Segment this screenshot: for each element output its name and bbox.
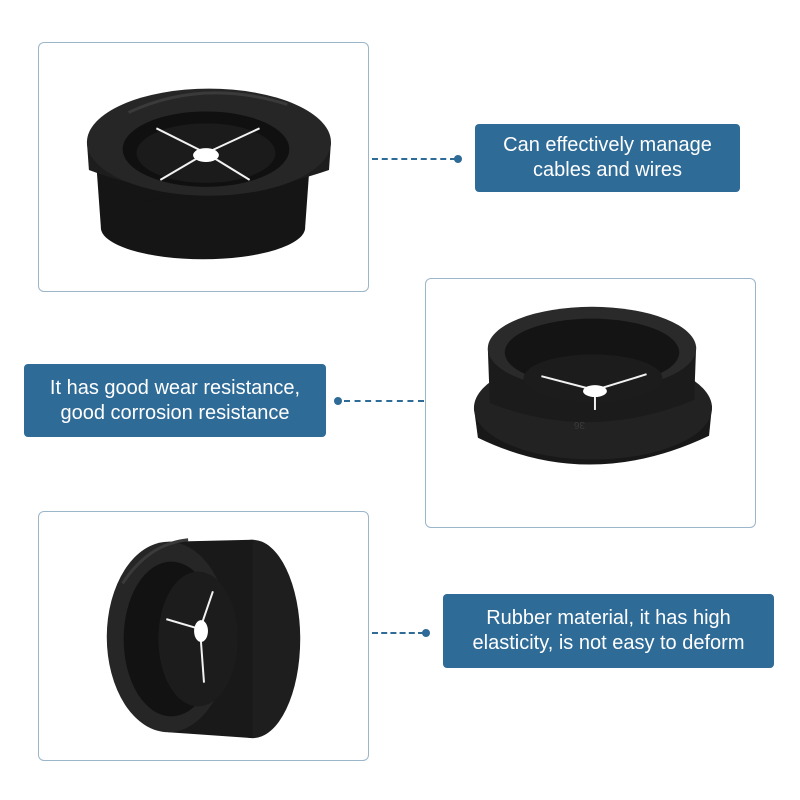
feature-callout-line: good corrosion resistance <box>60 401 290 424</box>
connector-line-3 <box>372 632 424 634</box>
connector-dot-1 <box>454 155 462 163</box>
grommet-angled-view-image: 36 <box>473 306 713 465</box>
feature-callout-resistance: It has good wear resistance, good corros… <box>24 364 326 437</box>
feature-callout-line: Rubber material, it has high <box>486 607 731 629</box>
feature-callout-line: Can effectively manage <box>503 134 712 156</box>
grommet-top-view-image <box>86 88 331 260</box>
feature-callout-line: It has good wear resistance, <box>49 376 301 399</box>
size-marking: 36 <box>574 419 586 430</box>
connector-line-1 <box>372 158 456 160</box>
feature-callout-elasticity: Rubber material, it has high elasticity,… <box>443 594 774 668</box>
connector-line-2 <box>344 400 424 402</box>
feature-callout-line: cables and wires <box>533 159 682 181</box>
feature-callout-line: elasticity, is not easy to deform <box>472 632 745 654</box>
grommet-side-view-image <box>106 538 301 739</box>
feature-callout-cable-management: Can effectively manage cables and wires <box>475 124 740 192</box>
product-photo-frame-middle: 36 <box>425 278 756 528</box>
connector-dot-3 <box>422 629 430 637</box>
product-photo-frame-bottom <box>38 511 369 761</box>
connector-dot-2 <box>334 397 342 405</box>
product-photo-frame-top <box>38 42 369 292</box>
